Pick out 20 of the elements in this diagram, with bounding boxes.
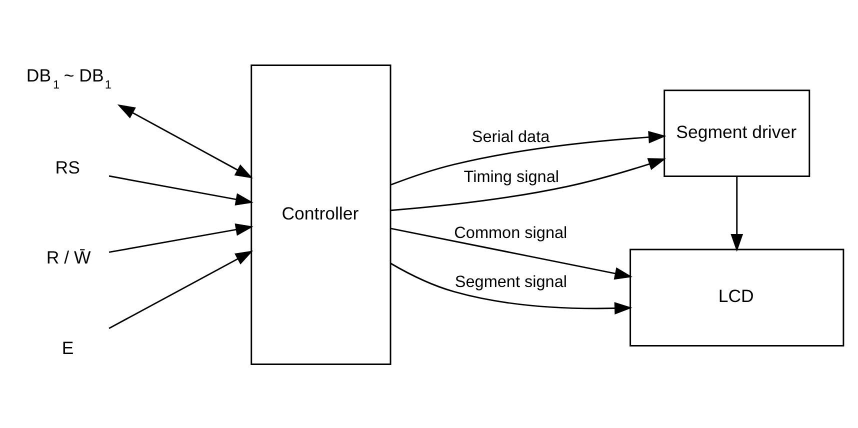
edge-label: Common signal — [454, 224, 568, 242]
node-box: Controller — [250, 64, 392, 365]
edge-label: Serial data — [472, 128, 550, 146]
node-text: DB$_{1}$ ~ DB$_{1}$ — [26, 66, 112, 92]
edge-label: Segment signal — [454, 272, 568, 291]
node-text: R / W̄ — [46, 248, 91, 268]
arrow — [108, 175, 254, 206]
arrow — [730, 176, 744, 252]
node-box: Segment driver — [664, 90, 810, 177]
node-box: LCD — [630, 248, 844, 346]
arrow — [117, 104, 253, 178]
arrow — [390, 228, 632, 280]
node-text: E — [62, 338, 74, 358]
arrow — [390, 158, 666, 212]
edge-label: Timing signal — [464, 168, 560, 186]
arrow — [390, 131, 666, 186]
node-text: RS — [55, 157, 80, 178]
arrow — [390, 262, 632, 315]
arrow — [108, 250, 254, 330]
arrow — [108, 224, 254, 253]
